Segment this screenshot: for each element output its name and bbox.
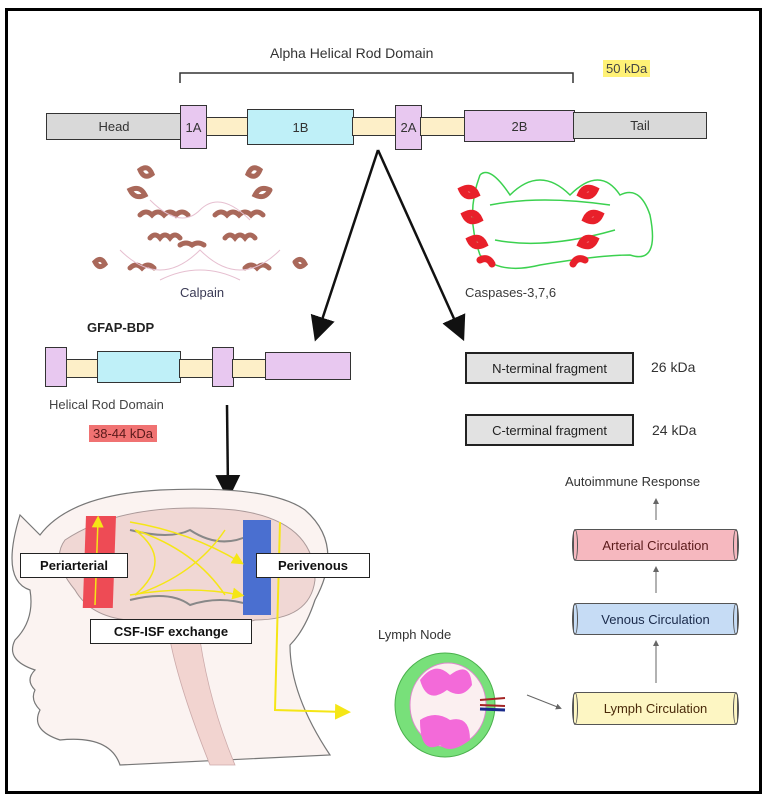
venous-circulation-box: Venous Circulation — [572, 603, 739, 635]
caspases-label: Caspases-3,7,6 — [465, 285, 557, 300]
calpain-label: Calpain — [180, 285, 225, 300]
autoimmune-response-label: Autoimmune Response — [565, 474, 701, 489]
caspase-cleavage-arrow — [376, 149, 466, 342]
c-terminal-size: 24 kDa — [652, 422, 697, 438]
lymph-node-label: Lymph Node — [378, 627, 452, 642]
segment-1B: 1B — [247, 109, 354, 145]
segment-2A: 2A — [395, 105, 422, 150]
lymph-circulation-box: Lymph Circulation — [572, 692, 739, 725]
segment-2B: 2B — [464, 110, 575, 142]
perivenous-label: Perivenous — [256, 553, 370, 578]
rod-domain-bracket — [179, 72, 574, 83]
linker-1 — [205, 117, 253, 136]
bdp-segment-1B — [97, 351, 181, 383]
bdp-linker-3 — [232, 359, 267, 378]
c-terminal-fragment-box: C-terminal fragment — [465, 414, 634, 446]
segment-head: Head — [46, 113, 182, 140]
bdp-linker-2 — [179, 359, 214, 378]
lymph-node-icon — [394, 652, 506, 758]
gfap-bdp-title: GFAP-BDP — [87, 320, 155, 335]
segment-tail: Tail — [573, 112, 707, 139]
rod-domain-label: Alpha Helical Rod Domain — [270, 45, 434, 61]
n-terminal-fragment-box: N-terminal fragment — [465, 352, 634, 384]
helical-rod-domain-label: Helical Rod Domain — [49, 397, 164, 412]
bdp-linker-1 — [64, 359, 99, 378]
calpain-cleavage-arrow — [310, 149, 380, 342]
caspase-structure-icon — [457, 171, 654, 270]
linker-2 — [352, 117, 397, 136]
n-terminal-size: 26 kDa — [651, 359, 696, 375]
bdp-segment-1A — [45, 347, 67, 387]
periarterial-label: Periarterial — [20, 553, 128, 578]
full-size-badge: 50 kDa — [603, 60, 651, 77]
csf-isf-exchange-label: CSF-ISF exchange — [90, 619, 252, 644]
lymph-node-to-circulation-arrow — [526, 694, 562, 710]
segment-1A: 1A — [180, 105, 207, 149]
arterial-circulation-box: Arterial Circulation — [572, 529, 739, 561]
bdp-segment-2B — [265, 352, 351, 380]
bdp-segment-2A — [212, 347, 234, 387]
bdp-size-badge: 38-44 kDa — [89, 425, 157, 442]
bdp-to-brain-arrow — [215, 404, 241, 500]
linker-3 — [420, 117, 466, 136]
calpain-structure-icon — [91, 165, 309, 272]
calpain-loops — [119, 199, 281, 281]
